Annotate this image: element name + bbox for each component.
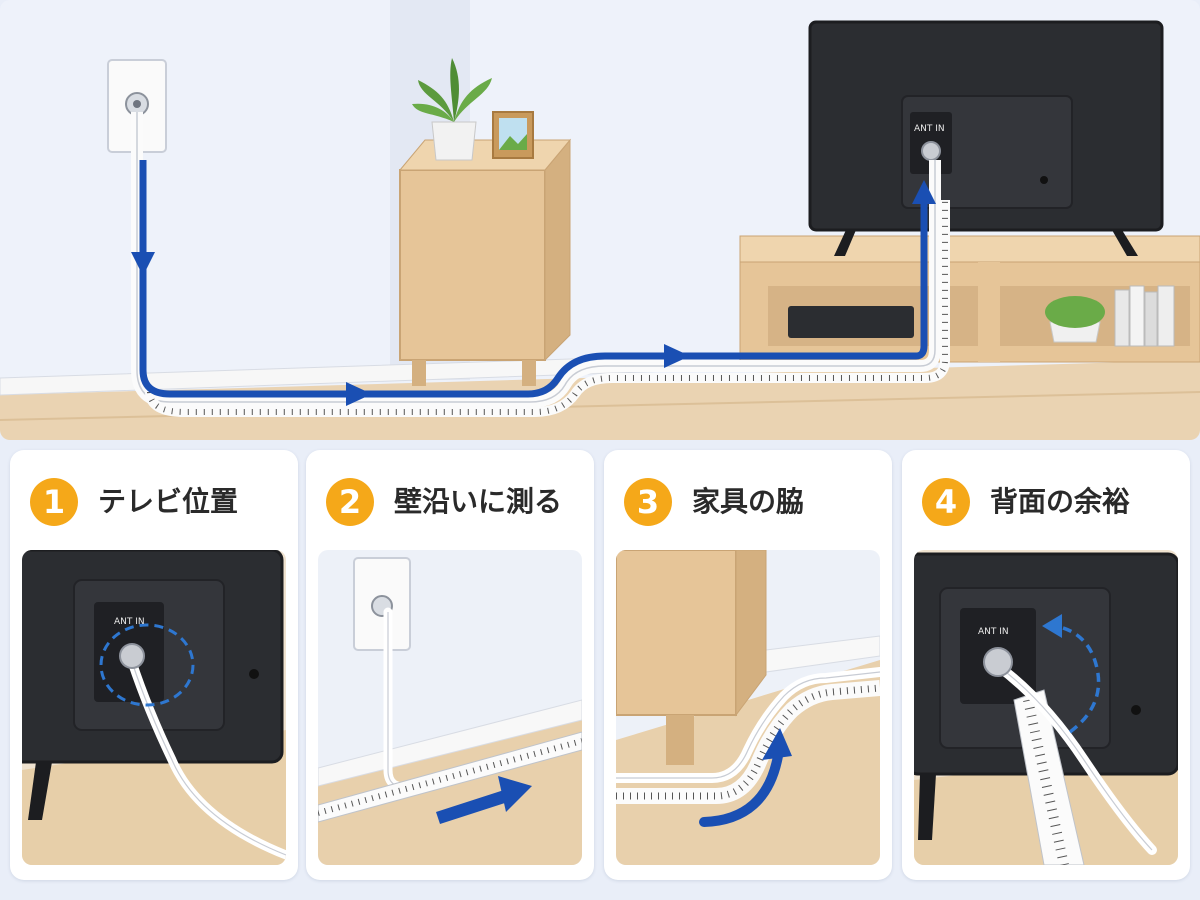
step-header-3: 3 家具の脇 [604, 450, 892, 546]
measuring-tape [318, 731, 582, 823]
antenna-port [983, 647, 1013, 677]
antenna-port [119, 643, 145, 669]
step-header-4: 4 背面の余裕 [902, 450, 1190, 546]
step-illustration-3 [616, 550, 880, 865]
photo-frame [492, 111, 534, 159]
highlight-circle [99, 623, 195, 707]
arrow-curve-icon [1042, 614, 1101, 734]
step-illustration-1: ANT IN [22, 550, 286, 865]
tv-port-label: ANT IN [914, 124, 945, 134]
step-panel-3: 3 家具の脇 [604, 450, 892, 880]
arrow-up-icon [699, 728, 792, 827]
step-title: 背面の余裕 [990, 485, 1131, 518]
plant-icon [412, 58, 492, 161]
books [1114, 285, 1175, 347]
port-label: ANT IN [114, 617, 145, 627]
step-number-badge: 4 [922, 478, 970, 526]
step-panel-4: 4 背面の余裕 ANT IN [902, 450, 1190, 880]
step-number-badge: 3 [624, 478, 672, 526]
step-number-badge: 2 [326, 478, 374, 526]
step-panel-2: 2 壁沿いに測る [306, 450, 594, 880]
step-panel-1: 1 テレビ位置 ANT IN [10, 450, 298, 880]
step-illustration-4: ANT IN [914, 550, 1178, 865]
arrow-right-icon [436, 776, 532, 824]
step-header-1: 1 テレビ位置 [10, 450, 298, 546]
step-title: 家具の脇 [692, 485, 805, 518]
step-illustration-2 [318, 550, 582, 865]
tv-back [808, 20, 1164, 256]
port-label: ANT IN [978, 627, 1009, 637]
small-plant-icon [1045, 296, 1105, 343]
step-title: テレビ位置 [98, 485, 239, 518]
measuring-tape [616, 684, 880, 800]
step-title: 壁沿いに測る [394, 485, 563, 518]
hero-scene: ANT IN [0, 0, 1200, 440]
side-cabinet [398, 138, 572, 386]
step-number-badge: 1 [30, 478, 78, 526]
tv-stand [739, 235, 1200, 363]
antenna-port [921, 141, 941, 161]
route-arrow [131, 160, 936, 406]
step-header-2: 2 壁沿いに測る [306, 450, 594, 546]
hero-illustration: ANT IN [0, 0, 1200, 440]
side-cabinet [616, 550, 737, 716]
